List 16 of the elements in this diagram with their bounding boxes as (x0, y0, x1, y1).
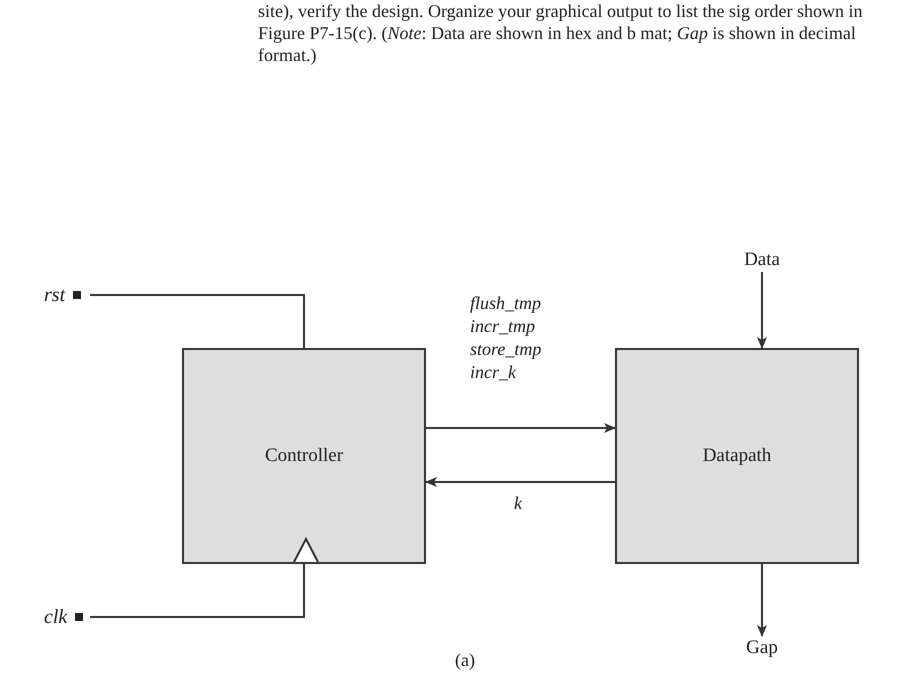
figure-caption: (a) (455, 650, 475, 671)
arrow (426, 423, 616, 433)
module-name: Controller (264, 445, 344, 467)
arrow (757, 564, 767, 637)
signal-line (90, 564, 305, 618)
signal-name: Data (744, 249, 780, 271)
arrow (757, 272, 767, 349)
module-block (182, 348, 426, 564)
signal-name: clk (44, 606, 68, 628)
signal-name: rst (44, 284, 66, 306)
signal-name: Gap (746, 637, 778, 659)
problem-text: site), verify the design. Organize your graphical output to list the sig order shown in Figure P7-15(c). (Note: Data are shown in hex and b mat; Gap is shown in decimal format.) (258, 0, 864, 66)
module-block (615, 348, 859, 564)
signal-line (90, 294, 305, 348)
module-name: Datapath (702, 445, 772, 467)
arrow (425, 477, 615, 487)
